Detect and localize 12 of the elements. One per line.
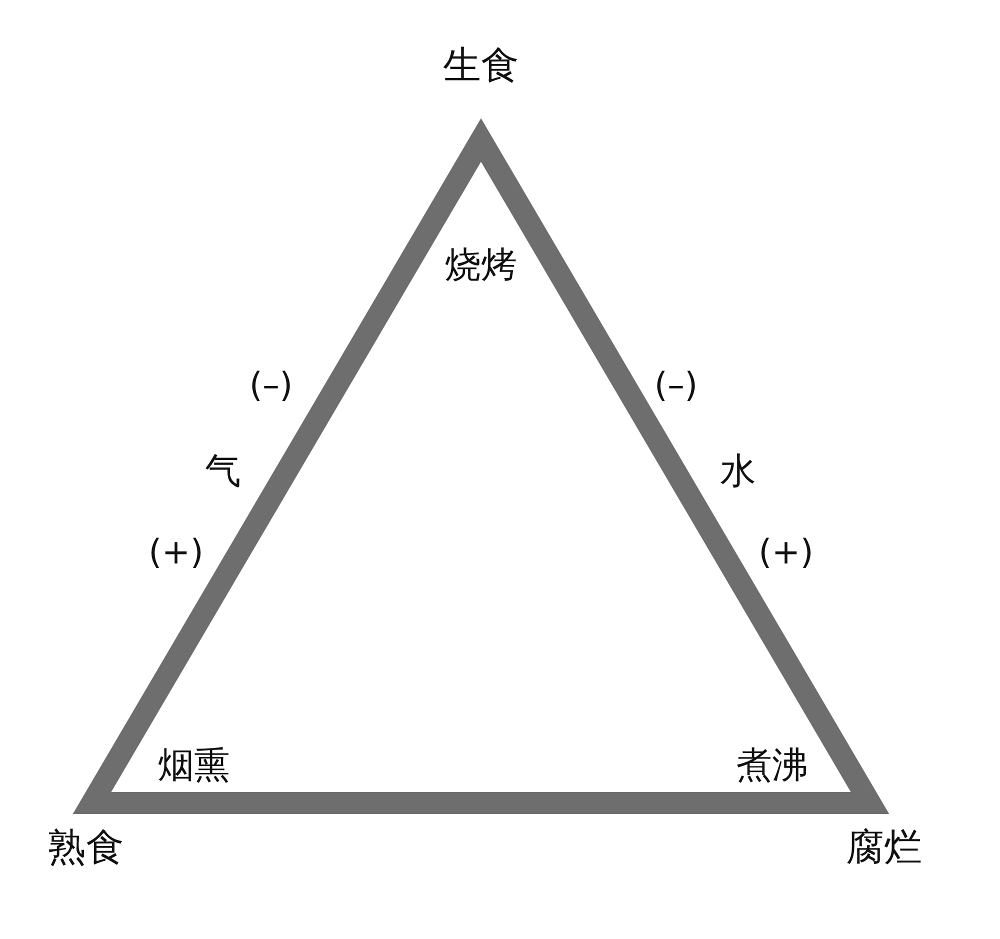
vertex-label: 熟食 xyxy=(48,827,124,869)
sign-label: (–) xyxy=(249,367,293,405)
sign-label: (–) xyxy=(654,367,698,405)
corner-label: 烟熏 xyxy=(158,746,230,786)
side-label: 水 xyxy=(720,452,756,492)
side-label: 气 xyxy=(205,452,241,492)
vertex-label: 生食 xyxy=(443,45,519,87)
corner-label: 烧烤 xyxy=(445,246,517,286)
sign-label: (+) xyxy=(758,534,814,572)
sign-label: (+) xyxy=(148,534,204,572)
corner-label: 煮沸 xyxy=(736,746,808,786)
vertex-label: 腐烂 xyxy=(846,827,922,869)
